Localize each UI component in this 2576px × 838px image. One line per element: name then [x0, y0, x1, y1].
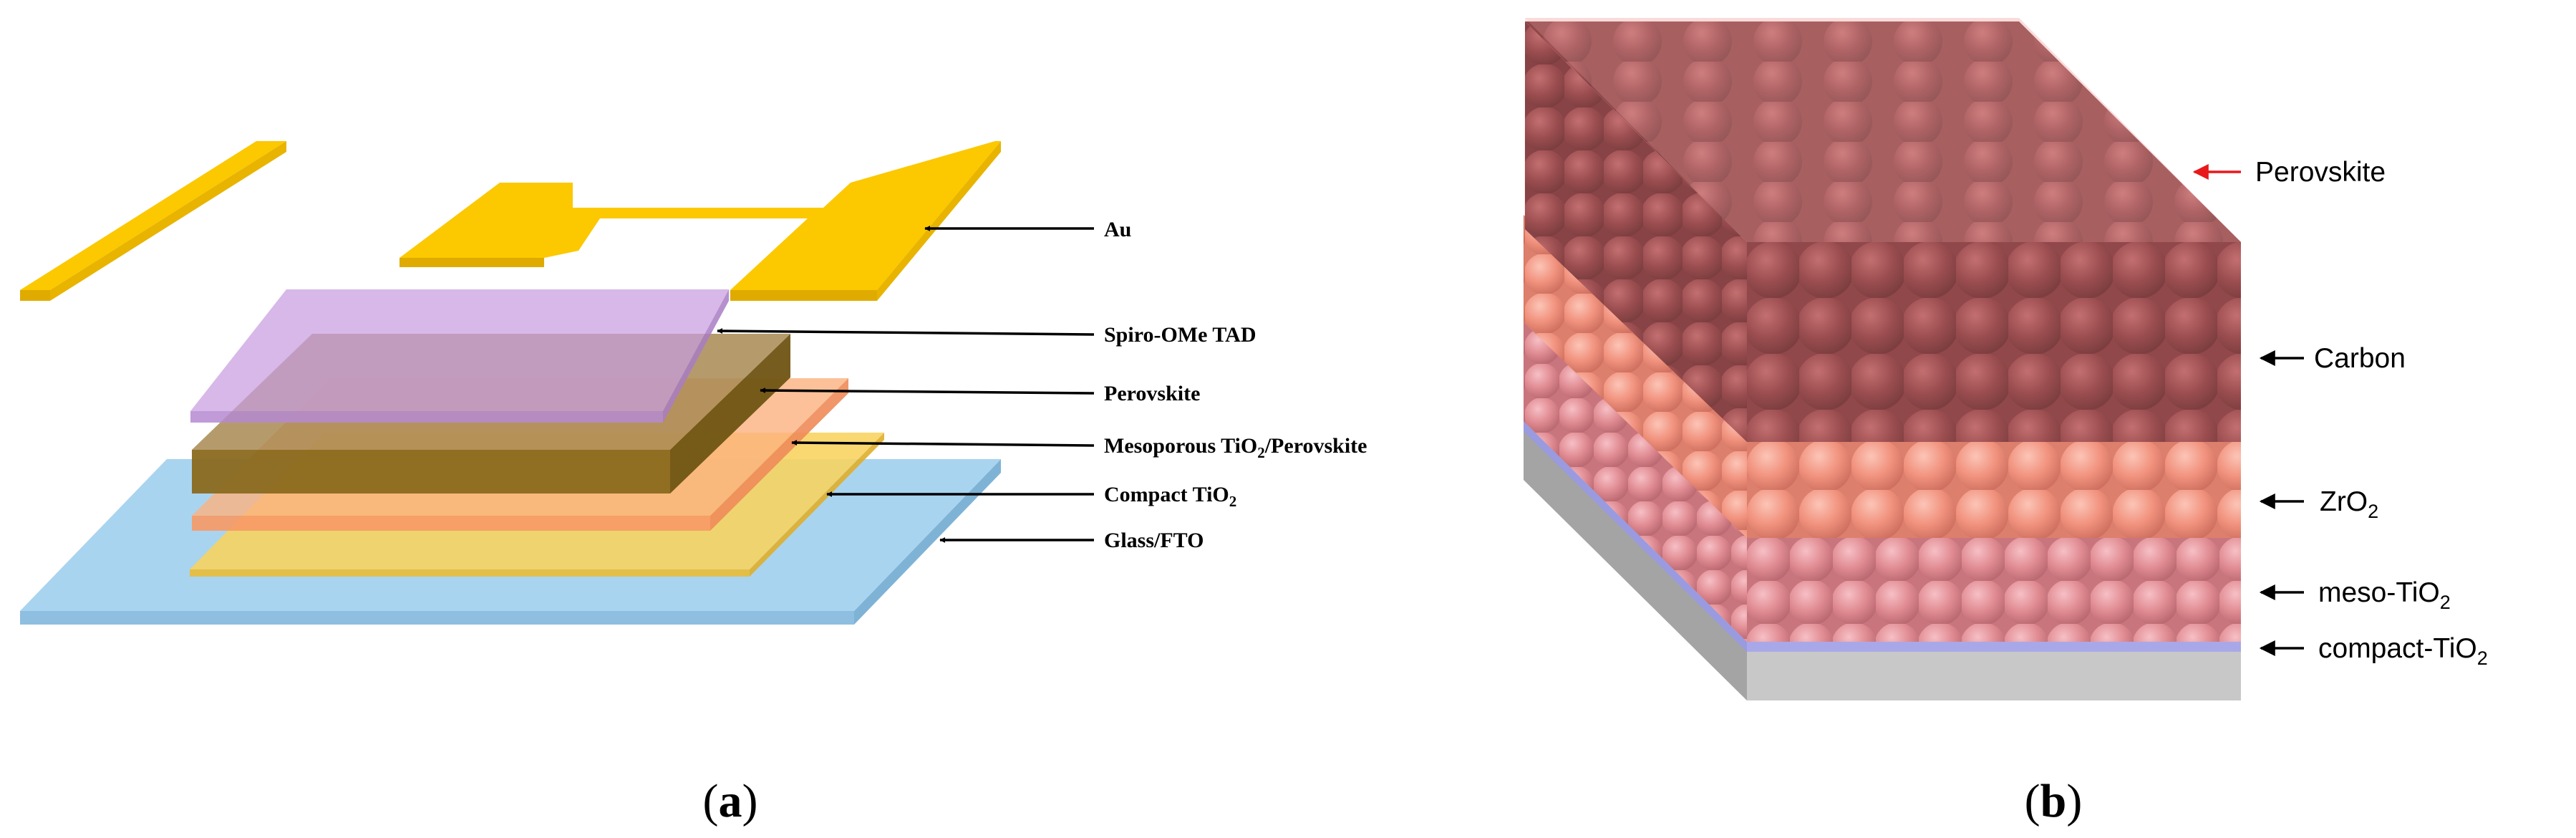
label-spiro: Spiro-OMe TAD: [1104, 323, 1256, 347]
substrate: [1524, 430, 2241, 700]
label-carbon: Carbon: [2314, 343, 2406, 374]
front-zro2: [1747, 442, 2241, 538]
stack-top-face: [1525, 21, 2241, 242]
arrow-perovskite: [760, 387, 1095, 395]
label-glass: Glass/FTO: [1104, 529, 1204, 552]
panel-a: Au Spiro-OMe TAD Perovskite Mesoporous T…: [20, 141, 1367, 827]
label-mesoporous-sub: 2: [1257, 444, 1265, 461]
label-perovskite-a: Perovskite: [1104, 382, 1200, 405]
label-meso-tio2: meso-TiO2: [2318, 577, 2451, 613]
label-mesoporous: Mesoporous TiO2/Perovskite: [1104, 434, 1367, 461]
label-compact-sub: 2: [1229, 493, 1237, 510]
layer-compact-tio2-b: [1524, 421, 2241, 652]
perovskite-envelope: [1524, 18, 2241, 642]
caption-a-open: (: [703, 775, 719, 827]
layer-au: [20, 141, 1001, 301]
caption-a-close: ): [742, 775, 758, 827]
label-meso-tio2-pre: meso-TiO: [2318, 577, 2440, 608]
caption-b: (b): [2025, 775, 2083, 827]
label-compact-tio2-sub: 2: [2477, 647, 2488, 669]
label-compact-tio2-b: compact-TiO2: [2318, 633, 2488, 669]
caption-b-close: ): [2066, 775, 2082, 827]
label-au: Au: [1104, 218, 1131, 241]
label-mesoporous-pre: Mesoporous TiO: [1104, 434, 1257, 458]
caption-a-letter: a: [719, 775, 742, 827]
label-zro2: ZrO2: [2320, 486, 2378, 522]
caption-b-open: (: [2025, 775, 2040, 827]
caption-b-letter: b: [2040, 775, 2067, 827]
label-mesoporous-post: /Perovskite: [1264, 434, 1367, 458]
label-compact-a: Compact TiO2: [1104, 483, 1236, 510]
label-meso-tio2-sub: 2: [2440, 592, 2451, 613]
stack-side-face: [1524, 21, 1747, 642]
arrow-mesoporous: [791, 440, 1095, 447]
label-perovskite-b: Perovskite: [2255, 157, 2386, 188]
label-zro2-sub: 2: [2368, 501, 2378, 522]
front-meso-tio2: [1747, 538, 2241, 642]
caption-a: (a): [703, 775, 758, 827]
label-zro2-pre: ZrO: [2320, 486, 2368, 517]
label-compact-tio2-pre: compact-TiO: [2318, 633, 2477, 664]
label-compact-pre: Compact TiO: [1104, 483, 1229, 506]
arrow-spiro: [717, 328, 1095, 336]
panel-b: Perovskite Carbon ZrO2 meso-TiO2 compact…: [1524, 18, 2488, 827]
front-carbon: [1747, 242, 2241, 442]
layer-spiro: [190, 289, 729, 423]
